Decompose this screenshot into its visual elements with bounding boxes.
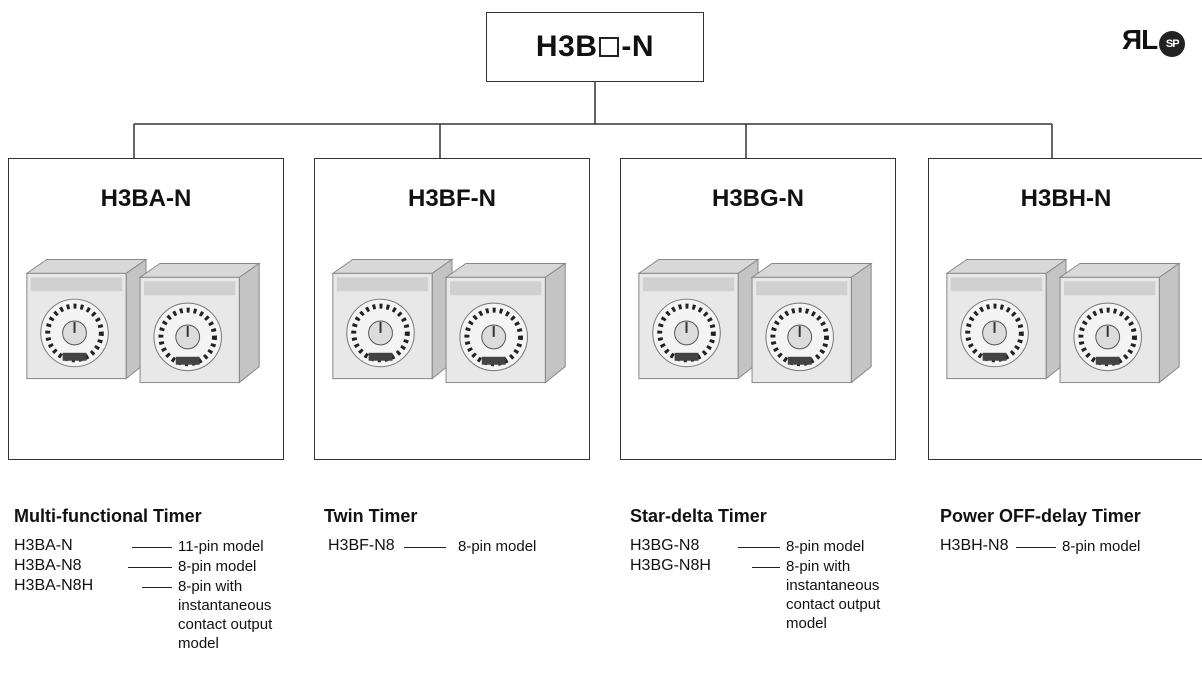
model-name: H3BA-N — [14, 537, 73, 554]
desc-h3bg: Star-delta Timer H3BG-N8 8-pin model H3B… — [630, 506, 880, 632]
leader-line — [404, 547, 446, 548]
model-name: H3BG-N8 — [630, 537, 700, 554]
timer-product-photo — [331, 258, 567, 384]
leader-line — [1016, 547, 1056, 548]
leader-line — [142, 587, 172, 588]
model-row: H3BA-N 11-pin model — [14, 537, 264, 557]
model-row: H3BF-N8 8-pin model — [328, 537, 536, 557]
leader-line — [132, 547, 172, 548]
card-h3bg: H3BG-N — [620, 158, 896, 460]
desc-title: Power OFF-delay Timer — [940, 506, 1141, 526]
timer-product-photo — [25, 258, 261, 384]
leader-line — [752, 567, 780, 568]
card-h3bh: H3BH-N — [928, 158, 1202, 460]
timer-unit — [138, 262, 261, 384]
timer-unit — [1058, 262, 1181, 384]
model-name: H3BH-N8 — [940, 537, 1009, 554]
desc-h3bf: Twin Timer H3BF-N8 8-pin model — [324, 506, 536, 557]
card-title: H3BG-N — [711, 185, 804, 212]
placeholder-square-icon — [599, 37, 620, 57]
card-h3ba: H3BA-N — [8, 158, 284, 460]
pin-description: 8-pin model — [786, 538, 865, 555]
card-h3bf: H3BF-N — [314, 158, 590, 460]
model-row: H3BA-N8H 8-pin with instantaneous contac… — [14, 577, 272, 652]
desc-h3ba: Multi-functional Timer H3BA-N 11-pin mod… — [14, 506, 272, 652]
timer-unit — [750, 262, 873, 384]
card-title: H3BH-N — [1020, 185, 1112, 212]
timer-unit — [637, 258, 760, 380]
timer-product-photo — [945, 258, 1181, 384]
ul-mark-icon: ЯL — [1122, 24, 1158, 55]
timer-unit — [25, 258, 148, 380]
desc-title: Star-delta Timer — [630, 506, 767, 526]
model-name: H3BG-N8H — [630, 557, 711, 574]
root-model-prefix: H3B — [535, 30, 598, 63]
csa-mark-icon: SP — [1159, 31, 1186, 57]
leader-line — [738, 547, 780, 548]
leader-line — [128, 567, 172, 568]
root-model-box: H3B -N — [486, 12, 704, 82]
desc-h3bh: Power OFF-delay Timer H3BH-N8 8-pin mode… — [940, 506, 1141, 557]
model-name: H3BA-N8H — [14, 577, 94, 594]
model-row: H3BG-N8 8-pin model — [630, 537, 864, 557]
timer-product-photo — [637, 258, 873, 384]
pin-description: 8-pin model — [458, 538, 537, 555]
root-model-suffix: -N — [621, 30, 655, 63]
card-title: H3BA-N — [100, 185, 192, 212]
model-row: H3BA-N8 8-pin model — [14, 557, 256, 577]
pin-description: 8-pin with instantaneous contact output … — [178, 578, 273, 652]
pin-description: 11-pin model — [178, 538, 264, 555]
timer-unit — [331, 258, 454, 380]
model-name: H3BA-N8 — [14, 557, 82, 574]
desc-title: Multi-functional Timer — [14, 506, 202, 526]
desc-title: Twin Timer — [324, 506, 418, 526]
pin-description: 8-pin model — [178, 558, 257, 575]
model-row: H3BG-N8H 8-pin with instantaneous contac… — [630, 557, 880, 632]
timer-unit — [945, 258, 1068, 380]
pin-description: 8-pin with instantaneous contact output … — [786, 558, 881, 632]
timer-unit — [444, 262, 567, 384]
model-row: H3BH-N8 8-pin model — [940, 537, 1141, 557]
card-title: H3BF-N — [408, 185, 496, 212]
model-name: H3BF-N8 — [328, 537, 395, 554]
pin-description: 8-pin model — [1062, 538, 1141, 555]
